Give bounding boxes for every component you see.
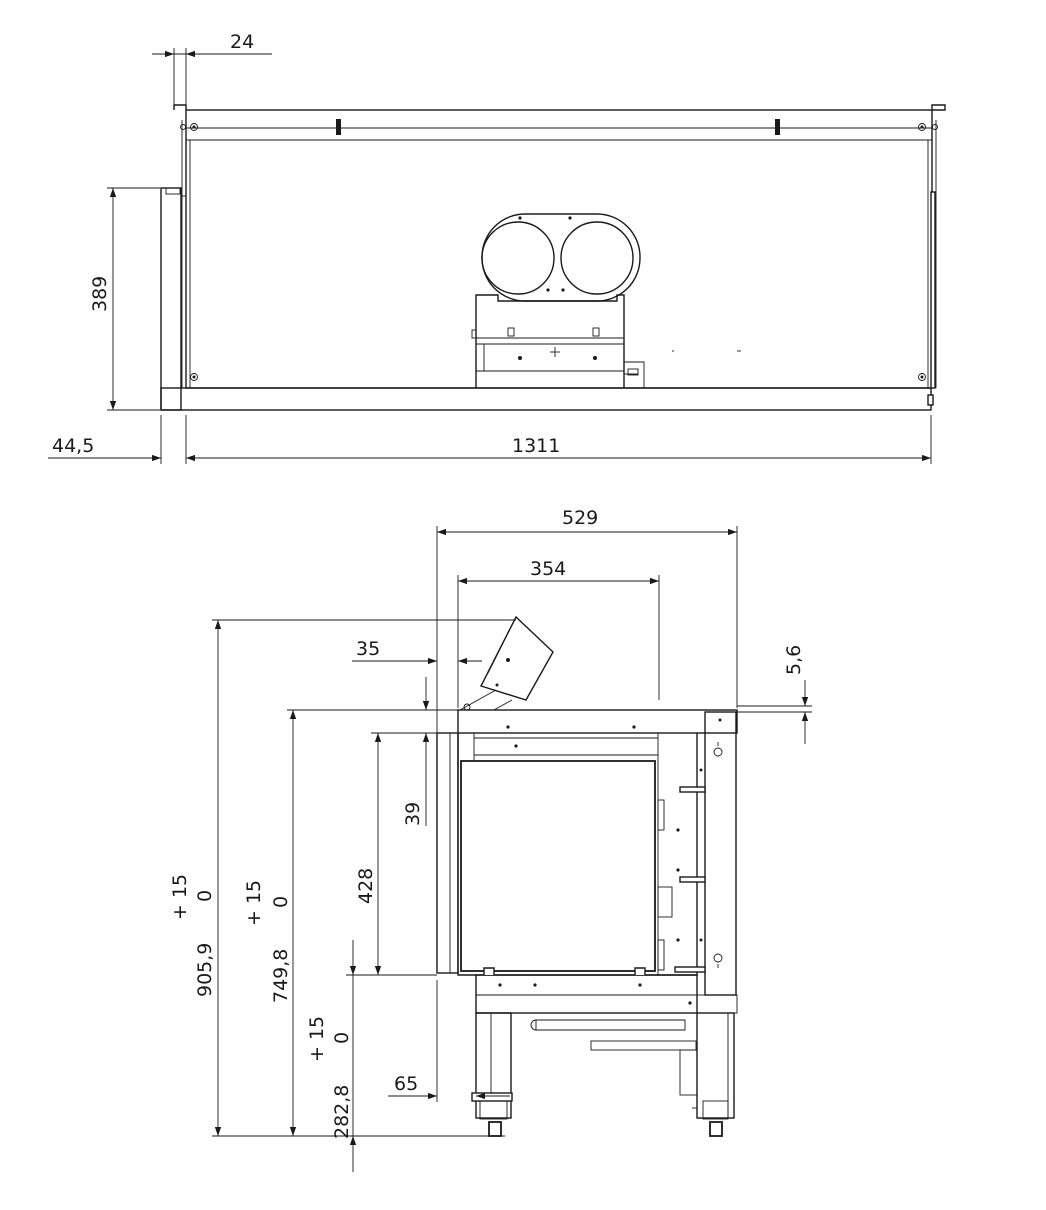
- dim-depth: 529: [436, 507, 738, 733]
- dim-total-height-tol-zero: 0: [194, 890, 216, 902]
- dim-inner-depth: 354: [457, 558, 660, 708]
- dim-total-height: + 15 0 905,9: [169, 619, 516, 1137]
- dim-door-height: 428: [346, 732, 437, 976]
- rear-panel: [704, 711, 737, 996]
- dim-base-height-label: 282,8: [331, 1085, 353, 1139]
- flue-spigot: [459, 615, 554, 711]
- top-cover: [457, 709, 738, 734]
- top-view-left-panel: [160, 187, 182, 411]
- dim-top-offset: 5,6: [737, 645, 812, 744]
- dim-top-height-tol-plus: + 15: [243, 880, 265, 926]
- top-view-body: [185, 109, 933, 389]
- dim-top-height-label: 749,8: [270, 949, 292, 1003]
- control-box: [471, 294, 741, 388]
- dim-flue-offset: 35: [352, 638, 482, 665]
- dim-top-height-tol-zero: 0: [270, 896, 292, 908]
- dim-height: 389: [89, 187, 160, 411]
- dim-base-height-tol-zero: 0: [331, 1032, 353, 1044]
- dim-total-height-label: 905,9: [194, 943, 216, 997]
- dim-width: 1311: [186, 415, 932, 464]
- dim-side-offset: 44,5: [48, 415, 187, 464]
- dim-top-offset-label: 5,6: [783, 645, 805, 675]
- base-frame: [471, 967, 738, 1137]
- dim-base-height-tol-plus: + 15: [306, 1016, 328, 1062]
- dim-height-label: 389: [89, 276, 111, 312]
- door-frame: [436, 732, 459, 974]
- dim-depth-label: 529: [562, 507, 598, 529]
- dim-top-height: + 15 0 749,8: [243, 709, 458, 1136]
- dim-frame-offset-label: 24: [230, 31, 254, 53]
- dim-width-label: 1311: [512, 435, 560, 457]
- dim-side-offset-label: 44,5: [52, 435, 94, 457]
- dim-lip-label: 39: [402, 802, 424, 826]
- top-view: 24 389 44,5 1311: [48, 31, 946, 464]
- dim-door-height-label: 428: [355, 868, 377, 904]
- dim-foot-offset: 65: [388, 980, 510, 1102]
- dim-flue-offset-label: 35: [356, 638, 380, 660]
- door-glass: [460, 760, 656, 972]
- top-view-front-frame: [160, 387, 932, 411]
- dim-total-height-tol-plus: + 15: [169, 874, 191, 920]
- dim-inner-depth-label: 354: [530, 558, 566, 580]
- twin-flue-collar: [481, 213, 641, 302]
- side-view: 529 354 35 5,6 39: [169, 507, 812, 1172]
- dim-base-height: + 15 0 282,8: [306, 940, 357, 1172]
- dim-foot-offset-label: 65: [394, 1073, 418, 1095]
- dim-frame-offset: 24: [152, 31, 272, 105]
